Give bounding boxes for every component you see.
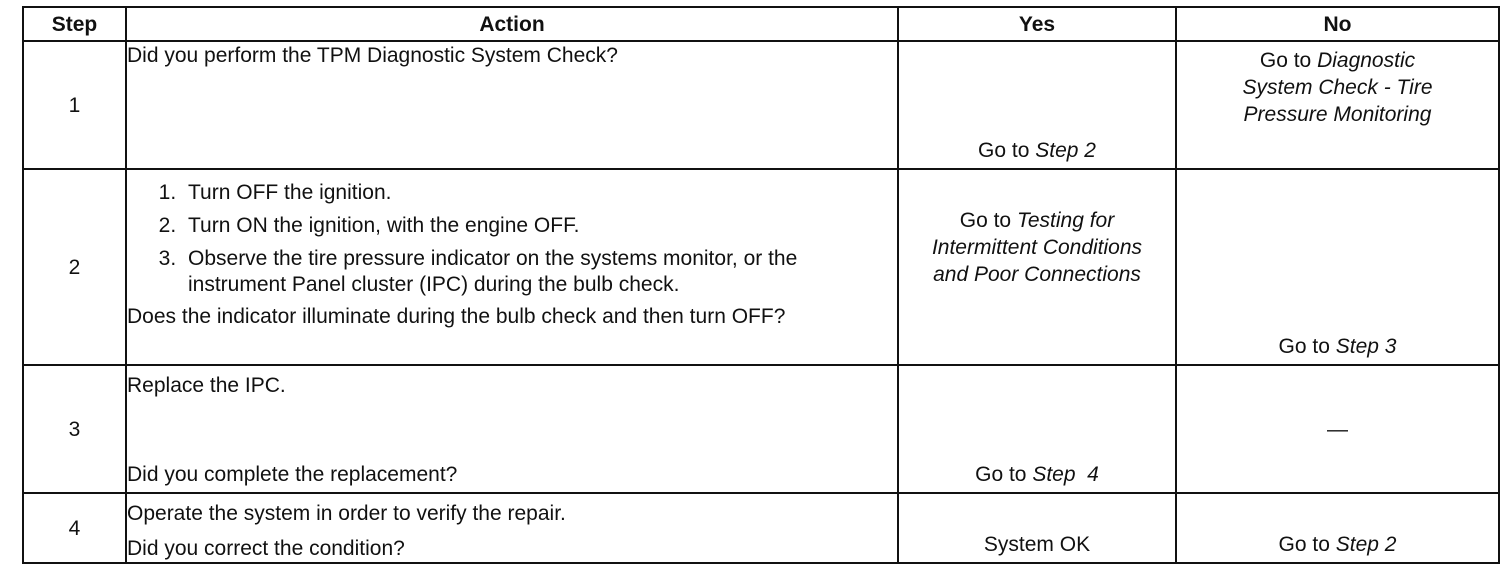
- action-cell: Operate the system in order to verify th…: [125, 492, 899, 564]
- yes-prefix: Go to: [959, 208, 1017, 232]
- yes-prefix: Go to: [975, 463, 1033, 486]
- yes-system-ok: System OK: [983, 533, 1091, 556]
- diagnostic-table: Step Action Yes No 1 Did you perform the…: [22, 6, 1500, 564]
- action-text: Did you perform the TPM Diagnostic Syste…: [127, 44, 618, 67]
- step-number: 4: [22, 492, 127, 564]
- header-step: Step: [22, 6, 127, 42]
- table-row: 4 Operate the system in order to verify …: [22, 492, 1500, 564]
- action-cell: Replace the IPC. Did you complete the re…: [125, 364, 899, 494]
- yes-link-line2[interactable]: Intermittent Conditions: [931, 235, 1143, 259]
- substep-list: Turn OFF the ignition. Turn ON the ignit…: [127, 180, 897, 298]
- yes-cell: Go to Testing for Intermittent Condition…: [897, 168, 1177, 366]
- no-dash: —: [1327, 417, 1348, 441]
- yes-link-testing-intermittent[interactable]: Testing for: [1016, 208, 1115, 232]
- no-prefix: Go to: [1259, 49, 1318, 72]
- header-row: Step Action Yes No: [22, 6, 1500, 42]
- no-cell: Go to Step 2: [1175, 492, 1500, 564]
- action-cell: Did you perform the TPM Diagnostic Syste…: [125, 40, 899, 170]
- question-text: Did you complete the replacement?: [127, 463, 458, 486]
- header-no: No: [1175, 6, 1500, 42]
- no-prefix: Go to: [1278, 533, 1336, 556]
- yes-link-line3[interactable]: and Poor Connections: [933, 262, 1141, 286]
- yes-prefix: Go to: [978, 139, 1036, 162]
- header-action: Action: [125, 6, 899, 42]
- no-link-step-3[interactable]: Step 3: [1335, 335, 1397, 358]
- yes-link-step-4[interactable]: Step 4: [1032, 463, 1099, 486]
- step-number: 2: [22, 168, 127, 366]
- no-prefix: Go to: [1278, 335, 1336, 358]
- table-row: 3 Replace the IPC. Did you complete the …: [22, 364, 1500, 494]
- no-link-diagnostic-system-check[interactable]: Diagnostic: [1317, 49, 1416, 72]
- no-cell: Go to Step 3: [1175, 168, 1500, 366]
- action-text: Replace the IPC.: [127, 374, 286, 397]
- no-cell: Go to Diagnostic System Check - Tire Pre…: [1175, 40, 1500, 170]
- yes-cell: Go to Step 4: [897, 364, 1177, 494]
- table-row: 2 Turn OFF the ignition. Turn ON the ign…: [22, 168, 1500, 366]
- action-cell: Turn OFF the ignition. Turn ON the ignit…: [125, 168, 899, 366]
- substep-item: Turn ON the ignition, with the engine OF…: [182, 213, 897, 239]
- action-text: Operate the system in order to verify th…: [127, 502, 566, 525]
- step-number: 3: [22, 364, 127, 494]
- question-text: Does the indicator illuminate during the…: [127, 305, 786, 328]
- step-number: 1: [22, 40, 127, 170]
- substep-item: Turn OFF the ignition.: [182, 180, 897, 206]
- yes-cell: System OK: [897, 492, 1177, 564]
- yes-link-step-2[interactable]: Step 2: [1035, 139, 1096, 162]
- yes-cell: Go to Step 2: [897, 40, 1177, 170]
- substep-item: Observe the tire pressure indicator on t…: [182, 246, 897, 298]
- table-row: 1 Did you perform the TPM Diagnostic Sys…: [22, 40, 1500, 170]
- no-link-step-2[interactable]: Step 2: [1335, 533, 1397, 556]
- header-yes: Yes: [897, 6, 1177, 42]
- no-cell: —: [1175, 364, 1500, 494]
- question-text: Did you correct the condition?: [127, 537, 405, 560]
- no-link-line2[interactable]: System Check - Tire: [1242, 76, 1433, 99]
- no-link-line3[interactable]: Pressure Monitoring: [1243, 103, 1432, 126]
